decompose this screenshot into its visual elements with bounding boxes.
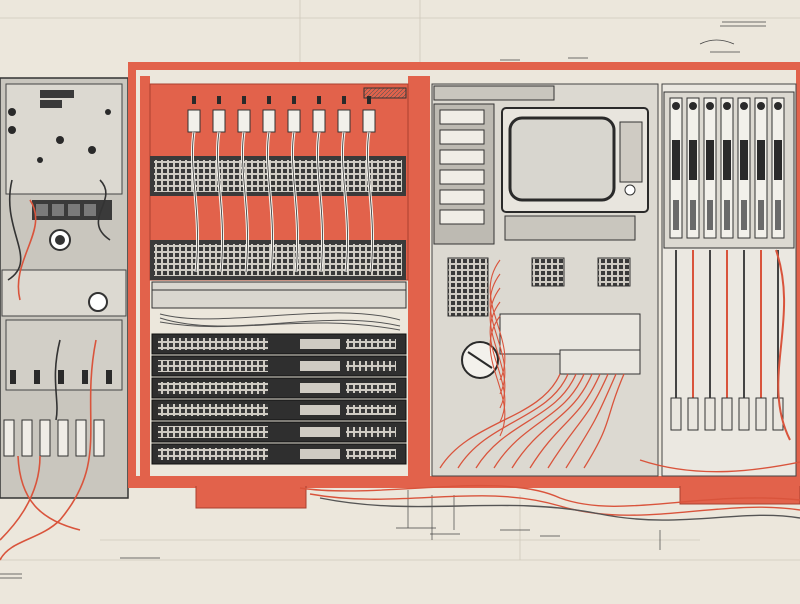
left-control-panel — [0, 77, 129, 561]
cable-connector — [237, 109, 251, 133]
slider-knob — [689, 140, 697, 180]
cable-connector — [212, 109, 226, 133]
connector-plugs — [3, 419, 105, 457]
port-label-mark — [217, 96, 221, 104]
port-label-mark — [242, 96, 246, 104]
patch-cables — [187, 96, 376, 273]
rack-units — [151, 333, 407, 465]
slider-knob — [774, 140, 782, 180]
cable-connector — [287, 109, 301, 133]
loop-cable — [775, 249, 791, 441]
blueprint-grid — [0, 0, 800, 561]
signal-wire — [547, 373, 609, 469]
slider-columns — [669, 97, 785, 239]
cable-plug — [704, 397, 716, 431]
loop-wire — [489, 315, 506, 437]
cable-connector — [262, 109, 276, 133]
port-label-mark — [367, 96, 371, 104]
signal-wire — [493, 373, 585, 469]
rotary-dial — [88, 292, 108, 312]
port-label-mark — [317, 96, 321, 104]
indicator-lights — [8, 108, 111, 163]
right-panel-cables — [670, 249, 791, 441]
cable-connector — [337, 109, 351, 133]
terminal-dial — [461, 341, 499, 379]
center-section — [431, 83, 659, 477]
center-wiring — [439, 259, 625, 469]
port-label-mark — [267, 96, 271, 104]
slider-knob — [706, 140, 714, 180]
cable-plug — [721, 397, 733, 431]
cable-connector — [312, 109, 326, 133]
signal-wire — [439, 373, 561, 469]
cable-plug — [670, 397, 682, 431]
cable-plug — [687, 397, 699, 431]
signal-wire — [475, 373, 577, 469]
right-switch-panel — [661, 83, 797, 477]
slider-knob — [740, 140, 748, 180]
cable-connector — [187, 109, 201, 133]
left-panel-wires — [0, 179, 111, 561]
port-label-mark — [192, 96, 196, 104]
cable-plug — [755, 397, 767, 431]
bottom-wire-bundles — [299, 459, 800, 521]
display-strip — [32, 200, 112, 220]
cable-connector — [362, 109, 376, 133]
signal-wire — [565, 373, 617, 469]
signal-wire — [529, 373, 601, 469]
cable-tray-bundle — [159, 312, 401, 331]
crt-monitor — [501, 107, 649, 213]
patch-rack — [149, 83, 409, 465]
signal-wire — [583, 373, 625, 469]
cabinet-frame — [128, 62, 800, 509]
port-label-mark — [342, 96, 346, 104]
port-label-mark — [292, 96, 296, 104]
control-knob — [49, 229, 71, 251]
cable-plug — [738, 397, 750, 431]
slider-knob — [672, 140, 680, 180]
signal-wire — [511, 373, 593, 469]
terminal-strips — [447, 257, 641, 375]
toggle-switch-row — [10, 370, 112, 384]
slider-knob — [757, 140, 765, 180]
blueprint-annotations — [0, 21, 766, 579]
relay-blocks — [439, 109, 485, 225]
signal-wire — [457, 373, 569, 469]
slider-knob — [723, 140, 731, 180]
